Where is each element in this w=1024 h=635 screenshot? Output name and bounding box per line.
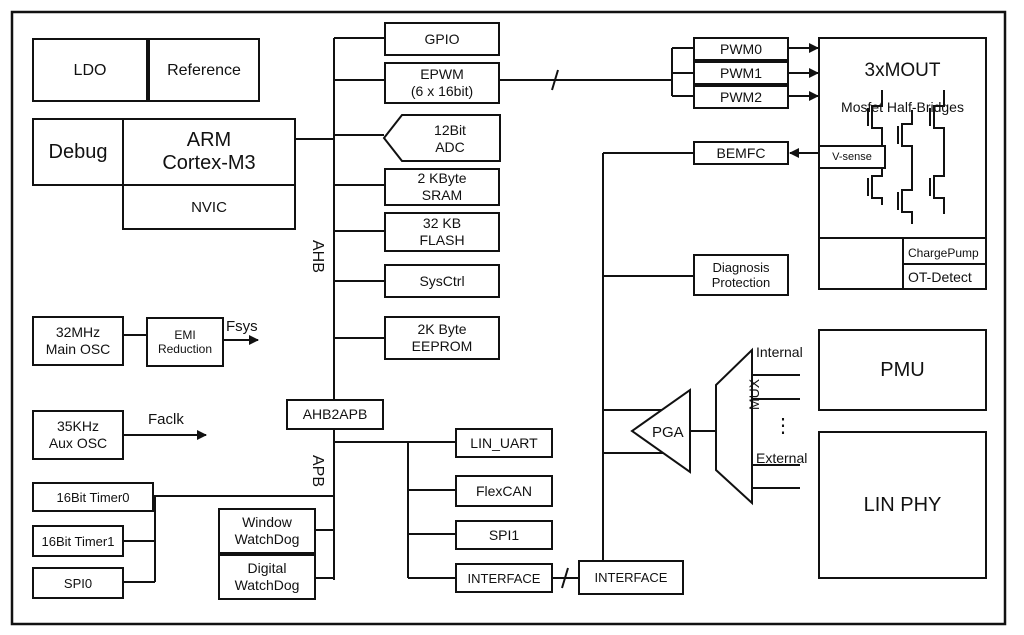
epwm-block: EPWM (6 x 16bit) (384, 62, 500, 104)
mout-title: 3xMOUT (864, 60, 941, 81)
interface-right-block: INTERFACE (578, 560, 684, 595)
pga-label: PGA (652, 424, 684, 441)
window-watchdog-block: Window WatchDog (218, 508, 316, 554)
mux-label: MUX (746, 378, 762, 410)
emi-reduction-block: EMI Reduction (146, 317, 224, 367)
external-label: External (756, 450, 808, 466)
ahb2apb-bridge: AHB2APB (286, 399, 384, 430)
debug-block: Debug (32, 118, 124, 186)
vsense-block: V-sense (818, 145, 886, 169)
faclk-label: Faclk (148, 411, 184, 428)
timer0-block: 16Bit Timer0 (32, 482, 154, 512)
digital-watchdog-block: Digital WatchDog (218, 554, 316, 600)
internal-label: Internal (756, 344, 803, 360)
gpio-block: GPIO (384, 22, 500, 56)
mux-block (715, 347, 753, 506)
pwm1-block: PWM1 (693, 61, 789, 85)
ahb-label: AHB (309, 240, 326, 273)
arm-core-block: ARM Cortex-M3 (122, 118, 296, 186)
adc-shape (382, 114, 501, 162)
lin-phy-block: LIN PHY (818, 431, 987, 579)
sysctrl-block: SysCtrl (384, 264, 500, 298)
timer1-block: 16Bit Timer1 (32, 525, 124, 557)
pmu-block: PMU (818, 329, 987, 411)
mout-subtitle: Mosfet Half-Bridges (841, 99, 964, 115)
chip-outline (10, 10, 1007, 626)
flexcan-block: FlexCAN (455, 475, 553, 507)
mux-dots: ⋮ (773, 415, 793, 437)
pwm2-block: PWM2 (693, 85, 789, 109)
interface-left-block: INTERFACE (455, 563, 553, 593)
spi0-block: SPI0 (32, 567, 124, 599)
chargepump-label: ChargePump (908, 246, 979, 260)
bemfc-block: BEMFC (693, 141, 789, 165)
ot-detect-label: OT-Detect (908, 269, 972, 285)
lin-uart-block: LIN_UART (455, 428, 553, 458)
adc-label: 12Bit ADC (434, 122, 466, 155)
eeprom-block: 2K Byte EEPROM (384, 316, 500, 360)
main-osc-block: 32MHz Main OSC (32, 316, 124, 366)
reference-block: Reference (148, 38, 260, 102)
nvic-block: NVIC (122, 184, 296, 230)
ldo-block: LDO (32, 38, 148, 102)
aux-osc-block: 35KHz Aux OSC (32, 410, 124, 460)
spi1-block: SPI1 (455, 520, 553, 550)
pwm0-block: PWM0 (693, 37, 789, 61)
sram-block: 2 KByte SRAM (384, 168, 500, 206)
apb-label: APB (309, 455, 326, 488)
diagnosis-protection-block: Diagnosis Protection (693, 254, 789, 296)
mosfet-glyphs (867, 90, 945, 224)
flash-block: 32 KB FLASH (384, 212, 500, 252)
fsys-label: Fsys (226, 318, 258, 335)
